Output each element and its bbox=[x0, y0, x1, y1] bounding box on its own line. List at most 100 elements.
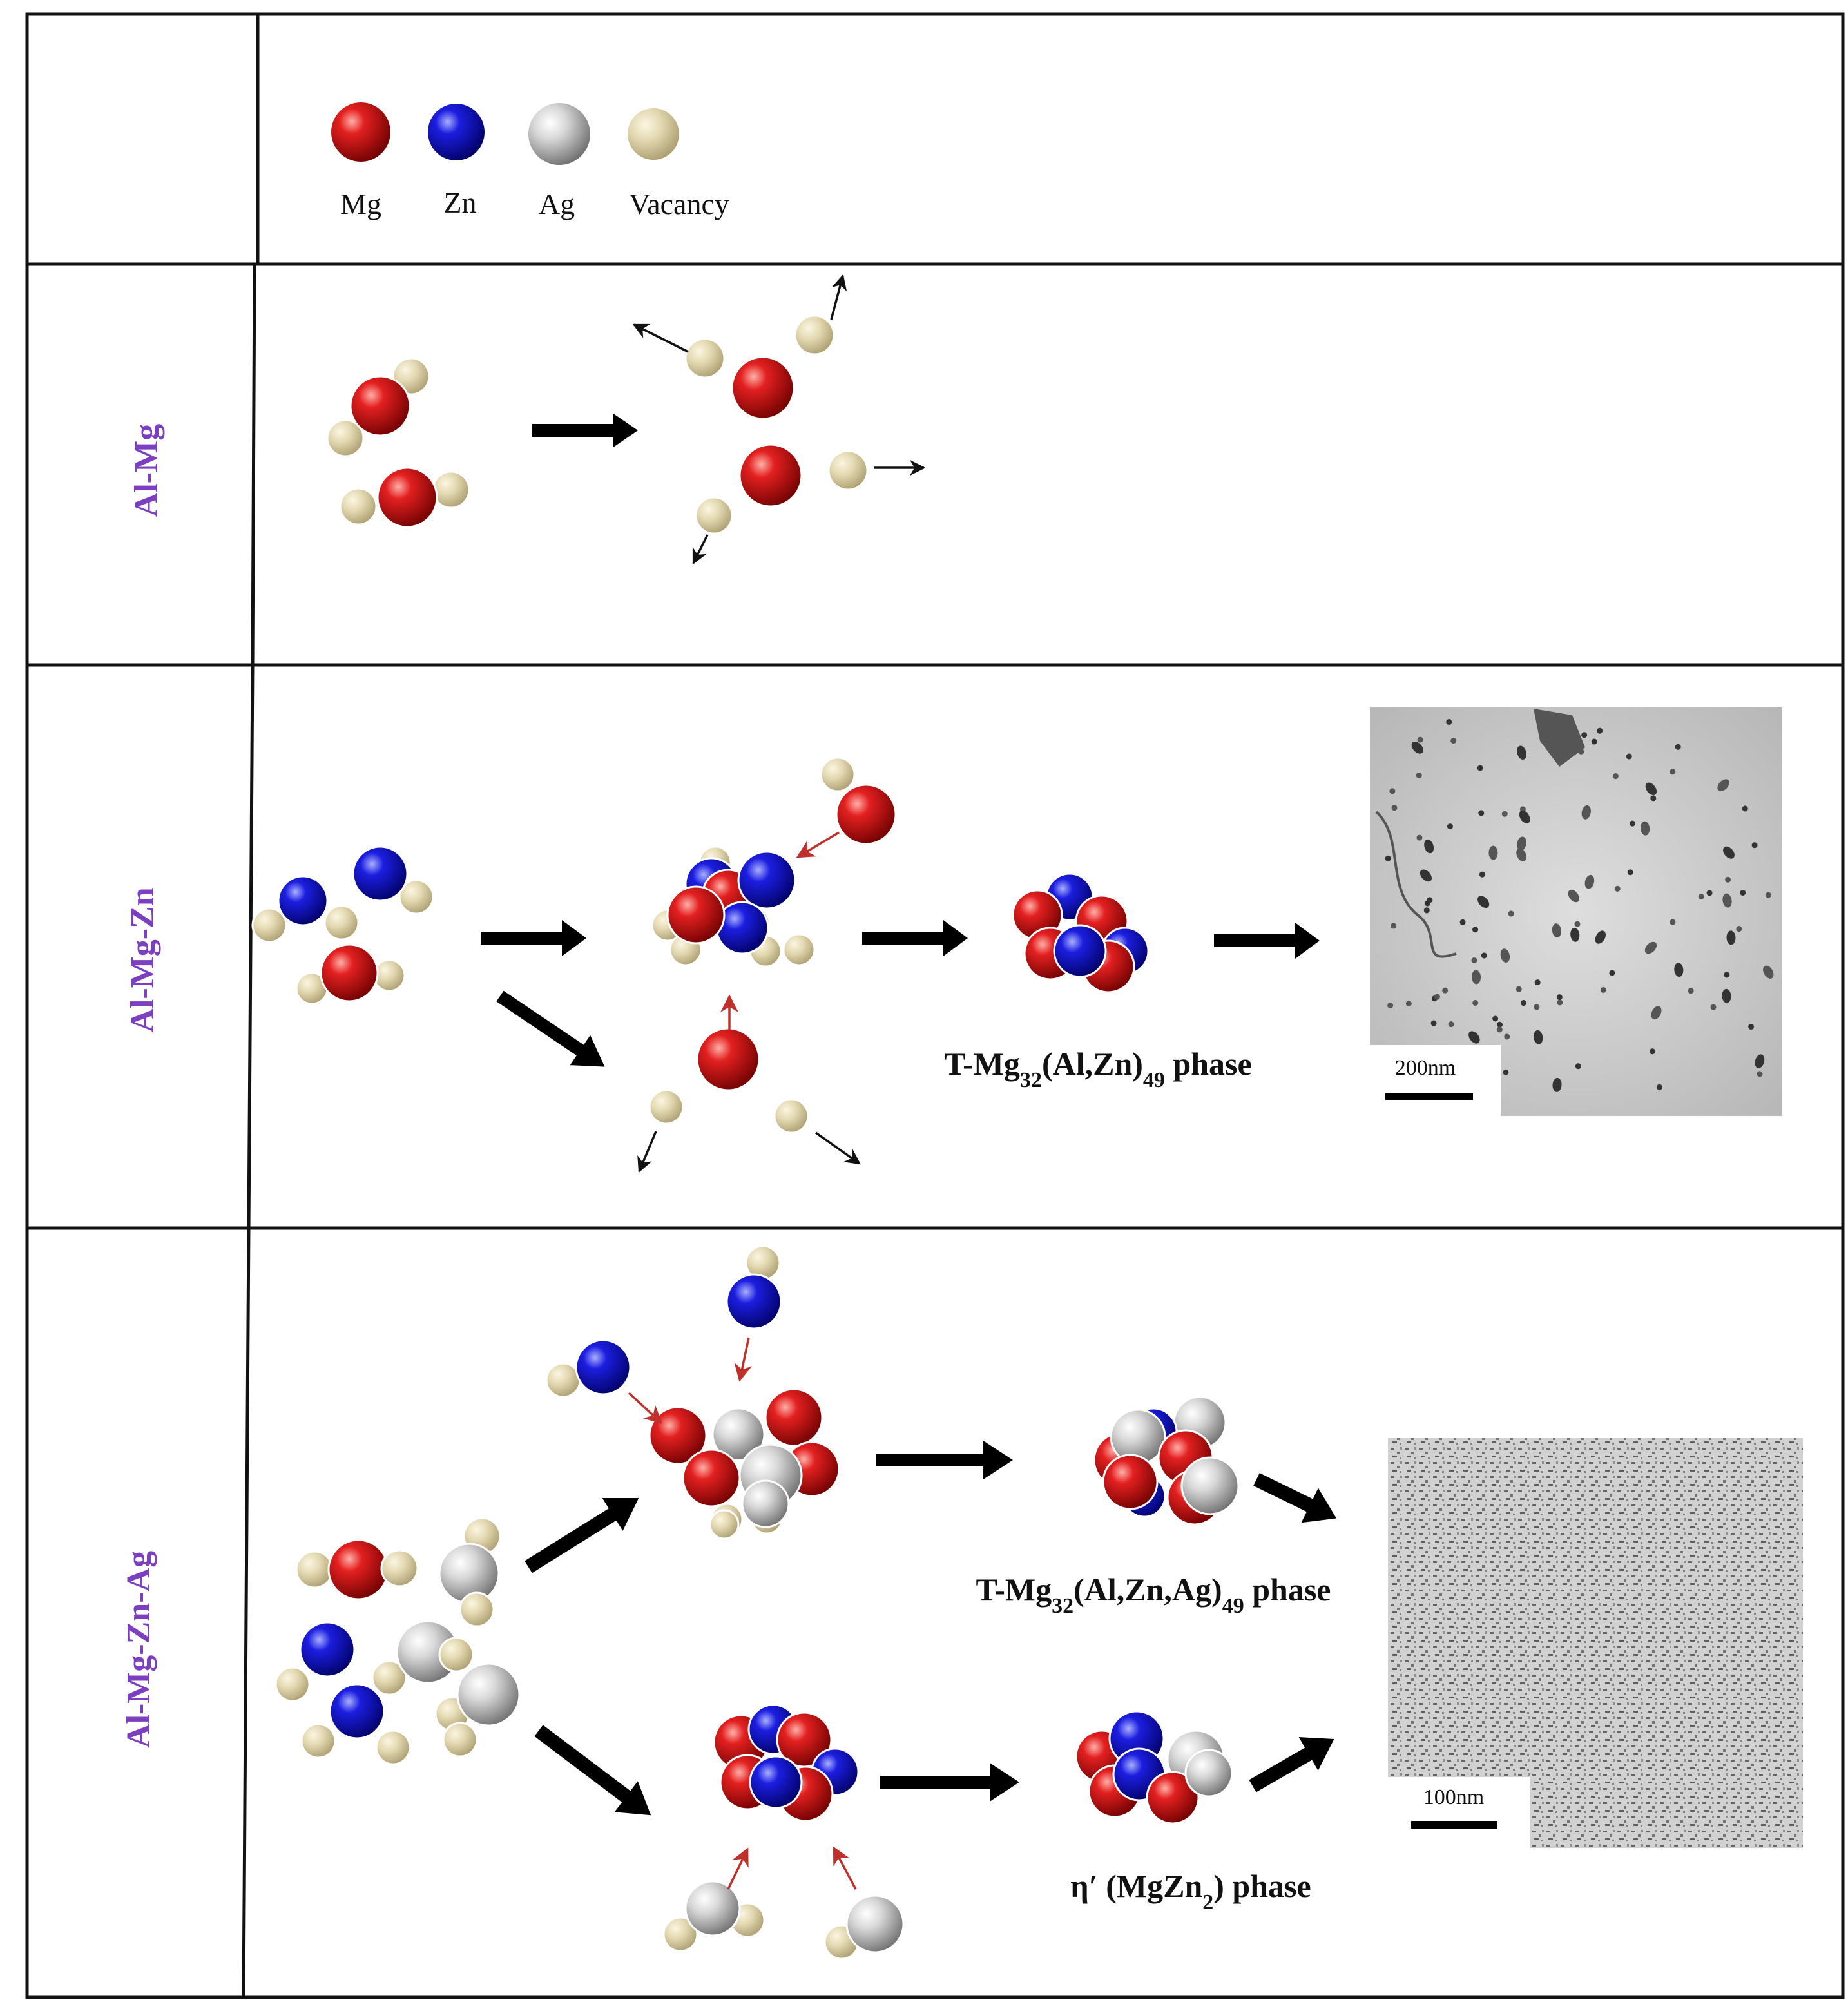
vacancy-atom bbox=[380, 1549, 419, 1588]
tem-precipitate-dot bbox=[1446, 719, 1452, 726]
tem-precipitate-dot bbox=[1742, 805, 1748, 812]
tem-precipitate-dot bbox=[1519, 806, 1526, 812]
atoms-layer bbox=[251, 314, 1240, 1960]
tem-precipitate-dot bbox=[1534, 1030, 1543, 1044]
vacancy-atom bbox=[794, 314, 835, 356]
vacancy-atom bbox=[274, 1666, 311, 1702]
phase-label-eta-mgzn2: η′ (MgZn2) phase bbox=[1070, 1868, 1311, 1914]
ag-atom bbox=[456, 1662, 521, 1727]
arrow-al-mg-zn-step3 bbox=[1214, 923, 1320, 959]
mg-atom bbox=[696, 1027, 760, 1091]
tem-precipitate-dot bbox=[1411, 741, 1423, 754]
tem-precipitate-dot bbox=[1651, 1006, 1662, 1020]
vacancy-atom bbox=[371, 1660, 407, 1696]
tem-precipitate-dot bbox=[1626, 753, 1632, 760]
mg-atom bbox=[1146, 1771, 1200, 1825]
mg-atom bbox=[648, 1406, 707, 1465]
arrow-al-mg-step1 bbox=[532, 414, 638, 447]
tem-precipitate-dot bbox=[1656, 1084, 1662, 1090]
vacancy-atom bbox=[662, 1916, 698, 1952]
tem-precipitate-dot bbox=[1755, 1054, 1765, 1068]
arrow-al-mg-zn-step2 bbox=[862, 920, 968, 956]
legend: Mg Zn Ag Vacancy bbox=[331, 102, 729, 220]
tem-precipitate-dot bbox=[1645, 782, 1657, 796]
row-label-al-mg-zn: Al-Mg-Zn bbox=[124, 887, 161, 1032]
tem-precipitate-dot bbox=[1556, 994, 1563, 1001]
ag-atom bbox=[1184, 1749, 1233, 1798]
mg-atom bbox=[320, 943, 379, 1003]
tem-precipitate-dot bbox=[1609, 970, 1615, 976]
arrow-ag-lower-step3 bbox=[1249, 1737, 1334, 1793]
tem-precipitate-dot bbox=[1717, 779, 1729, 791]
arrow-ag-upper-branch bbox=[525, 1497, 639, 1573]
thin-arrow-ag-left-incoming bbox=[727, 1847, 749, 1890]
zn-atom bbox=[299, 1621, 356, 1678]
ag-atom bbox=[711, 1407, 765, 1461]
row-label-al-mg: Al-Mg bbox=[128, 424, 165, 517]
tem-precipitate-dot bbox=[1391, 805, 1398, 811]
tem-precipitate-dot bbox=[1595, 930, 1606, 944]
tem-precipitate-dot bbox=[1650, 795, 1657, 802]
tem-precipitate-dot bbox=[1575, 1063, 1581, 1070]
tem-precipitate-dot bbox=[1516, 986, 1522, 992]
scale-bar-100nm bbox=[1411, 1821, 1497, 1829]
legend-vacancy-label: Vacancy bbox=[629, 187, 729, 220]
tem-precipitate-dot bbox=[1405, 1001, 1412, 1007]
tem-precipitate-dot bbox=[1726, 930, 1736, 945]
tem-precipitate-dot bbox=[1508, 910, 1514, 917]
tem-micrograph-al-mg-zn: 200nm bbox=[1370, 707, 1782, 1116]
tem-precipitate-dot bbox=[1568, 889, 1579, 903]
tem-precipitate-dot bbox=[1447, 823, 1453, 830]
tem-precipitate-dot bbox=[1597, 727, 1603, 734]
tem-precipitate-dot bbox=[1478, 810, 1485, 816]
tem-precipitate-dot bbox=[1477, 896, 1490, 908]
vacancy-atom bbox=[398, 879, 434, 915]
tem-precipitate-dot bbox=[1520, 1000, 1526, 1006]
mg-atom bbox=[764, 1388, 823, 1447]
tem-precipitate-dot bbox=[1503, 1069, 1509, 1075]
mg-atom bbox=[327, 1539, 389, 1600]
mg-atom bbox=[1102, 1454, 1159, 1510]
tem-precipitate-dot bbox=[1584, 874, 1595, 889]
tem-precipitate-dot bbox=[1600, 986, 1606, 993]
vacancy-atom bbox=[459, 1591, 495, 1628]
tem-precipitate-dot bbox=[1427, 897, 1433, 903]
tem-precipitate-dot bbox=[1748, 1024, 1755, 1030]
thin-arrow-zn-row-vac-left bbox=[637, 1131, 657, 1173]
legend-ag-label: Ag bbox=[539, 187, 575, 220]
tem-precipitate-dot bbox=[1497, 1021, 1503, 1028]
tem-precipitate-dot bbox=[1420, 869, 1432, 882]
phase-label-t-mg-al-zn: T-Mg32(Al,Zn)49 phase bbox=[944, 1046, 1251, 1092]
tem-precipitate-dot bbox=[1496, 1026, 1503, 1033]
tem-precipitate-dot bbox=[1581, 805, 1591, 820]
zn-atom bbox=[575, 1339, 631, 1396]
vacancy-atom bbox=[684, 338, 726, 379]
tem-precipitate-dot bbox=[1500, 948, 1510, 963]
tem-precipitate-dot bbox=[1517, 745, 1526, 760]
tem-precipitate-dot bbox=[1723, 846, 1735, 859]
ag-atom bbox=[684, 1880, 741, 1937]
tem-precipitate-dot bbox=[1688, 988, 1694, 994]
thin-arrow-vac-left bbox=[632, 323, 689, 353]
thin-arrow-vac-down bbox=[692, 534, 709, 565]
vacancy-atom bbox=[300, 1723, 336, 1759]
tem-precipitate-dot bbox=[1725, 876, 1731, 883]
scale-bar-label-200nm: 200nm bbox=[1395, 1056, 1456, 1080]
tem-precipitate-dot bbox=[1698, 893, 1704, 899]
tem-precipitate-dot bbox=[1675, 744, 1681, 750]
tem-precipitate-dot bbox=[1650, 1048, 1656, 1055]
tem-precipitate-dot bbox=[1472, 927, 1479, 933]
tem-precipitate-dot bbox=[1492, 1015, 1499, 1022]
tem-precipitate-dot bbox=[1459, 919, 1466, 925]
diffusion-arrows bbox=[628, 274, 926, 1890]
zn-atom bbox=[737, 851, 796, 910]
tem-precipitate-dot bbox=[1706, 890, 1713, 896]
scale-bar-label-100nm: 100nm bbox=[1423, 1785, 1484, 1809]
tem-precipitate-dot bbox=[1472, 970, 1481, 985]
tem-precipitate-dot bbox=[1434, 994, 1440, 1000]
thin-arrow-mg-incoming bbox=[796, 831, 840, 858]
vacancy-atom bbox=[438, 1637, 474, 1673]
vacancy-atom bbox=[375, 1729, 411, 1765]
tem-precipitate-dot bbox=[1481, 952, 1487, 959]
zn-atom bbox=[749, 1755, 803, 1809]
